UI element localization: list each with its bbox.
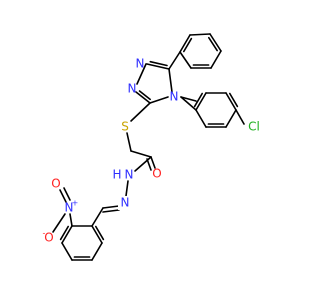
imine-bond (102, 205, 120, 209)
nitro-oxygen-label: O (51, 177, 60, 191)
phenyl-ring-double-bond (182, 37, 193, 53)
nitro-nitrogen-label: N (65, 201, 74, 215)
triazole-aryl-bond (180, 96, 197, 102)
aryl-chlorine-bond (235, 109, 245, 125)
chlorophenyl-ring-bond (225, 92, 237, 111)
triazole-double-bond (149, 60, 168, 67)
ring-nitro-bond (69, 213, 73, 227)
phenyl-ring-double-bond (208, 36, 218, 52)
chlorine-atom-label: Cl (248, 120, 260, 134)
nitrophenyl-ring-bond (91, 242, 103, 261)
sulfur-atom-label: S (121, 120, 129, 134)
phenyl-ring-bond (189, 33, 211, 36)
nitro-n-o-double-bond (59, 189, 67, 203)
nitrophenyl-ring-bond (61, 225, 73, 244)
nitro-n-o-single-bond (52, 213, 66, 233)
triazole-bond (146, 63, 170, 70)
atom-label-layer: S N N N O N H N N + O - O Cl (43, 57, 260, 245)
nitro-n-o-double-bond-2 (63, 187, 71, 201)
carbonyl-bond (150, 156, 156, 169)
imine-nitrogen-label: N (121, 196, 130, 210)
triazole-bond (136, 63, 147, 85)
hydrazide-hydrogen-label: H (112, 168, 121, 182)
triazole-aryl-bond-2 (180, 96, 197, 111)
nitro-oxygen-minus-charge-label: - (43, 229, 46, 238)
chlorophenyl-ring-bond (225, 109, 237, 128)
nitrophenyl-ring-double-bond (94, 225, 105, 241)
chlorophenyl-ring-bond (195, 109, 207, 128)
molecule-structure: S N N N O N H N N + O - O Cl (43, 33, 260, 261)
hydrazide-n-n-bond (125, 180, 129, 197)
triazole-double-bond (138, 90, 151, 101)
imine-aryl-bond (91, 207, 104, 227)
nitro-oxygen-minus-label: O (44, 231, 53, 245)
chlorophenyl-ring-double-bond (228, 92, 239, 108)
chlorophenyl-ring-double-bond (193, 92, 204, 108)
phenyl-ring-bond (179, 34, 191, 53)
nitrophenyl-ring-bond (91, 225, 103, 244)
nitrophenyl-ring-double-bond (59, 225, 70, 241)
phenyl-ring-bond (210, 50, 222, 69)
triazole-nitrogen-1-label: N (136, 57, 145, 71)
triazole-bond (135, 91, 151, 104)
phenyl-ring-bond (179, 51, 192, 69)
amide-bond (134, 156, 152, 172)
phenyl-triazole-bond (168, 51, 181, 70)
bond-layer (52, 33, 245, 261)
sulfur-methylene-bond (126, 132, 132, 152)
carbonyl-oxygen-label: O (152, 167, 161, 181)
carbon-sulfur-bond (130, 102, 151, 122)
chlorophenyl-ring-bond (195, 92, 207, 111)
phenyl-ring-bond (209, 33, 222, 52)
methylene-carbonyl-bond (130, 150, 152, 158)
label-mask (118, 196, 132, 210)
triazole-bond (149, 96, 169, 104)
nitrophenyl-ring-bond (61, 242, 73, 261)
triazole-bond (168, 68, 173, 93)
hydrazide-nitrogen-label: N (125, 168, 134, 182)
nitro-nitrogen-charge-label: + (72, 199, 79, 208)
imine-double-bond (102, 209, 120, 213)
triazole-nitrogen-4-label: N (170, 90, 179, 104)
triazole-nitrogen-2-label: N (128, 82, 137, 96)
